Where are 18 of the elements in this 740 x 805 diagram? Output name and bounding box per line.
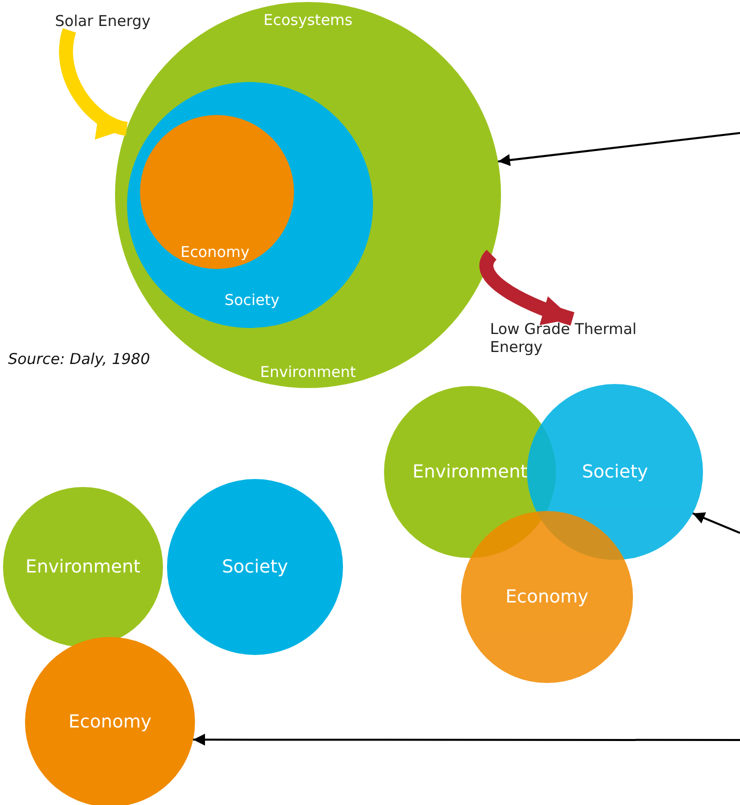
arrow xyxy=(498,132,740,166)
circle-label: Environment xyxy=(412,462,528,482)
arrow xyxy=(692,512,740,534)
circle-label: Environment xyxy=(26,556,140,578)
curved-arrow xyxy=(59,28,128,136)
circle-label: Economy xyxy=(506,586,588,608)
energy-label: Solar Energy xyxy=(55,12,175,30)
circle-label: Ecosystems xyxy=(264,11,352,29)
circle-label: Society xyxy=(222,556,288,578)
energy-label: Low Grade Thermal Energy xyxy=(490,320,640,356)
source-note: Source: Daly, 1980 xyxy=(8,350,150,368)
curved-arrow xyxy=(480,250,575,326)
circle-label: Society xyxy=(224,291,280,309)
arrow xyxy=(193,734,740,746)
circle-label: Society xyxy=(582,462,648,482)
circle-label: Economy xyxy=(68,712,152,732)
circle-label: Environment xyxy=(260,363,356,381)
circle-label: Economy xyxy=(180,243,250,261)
